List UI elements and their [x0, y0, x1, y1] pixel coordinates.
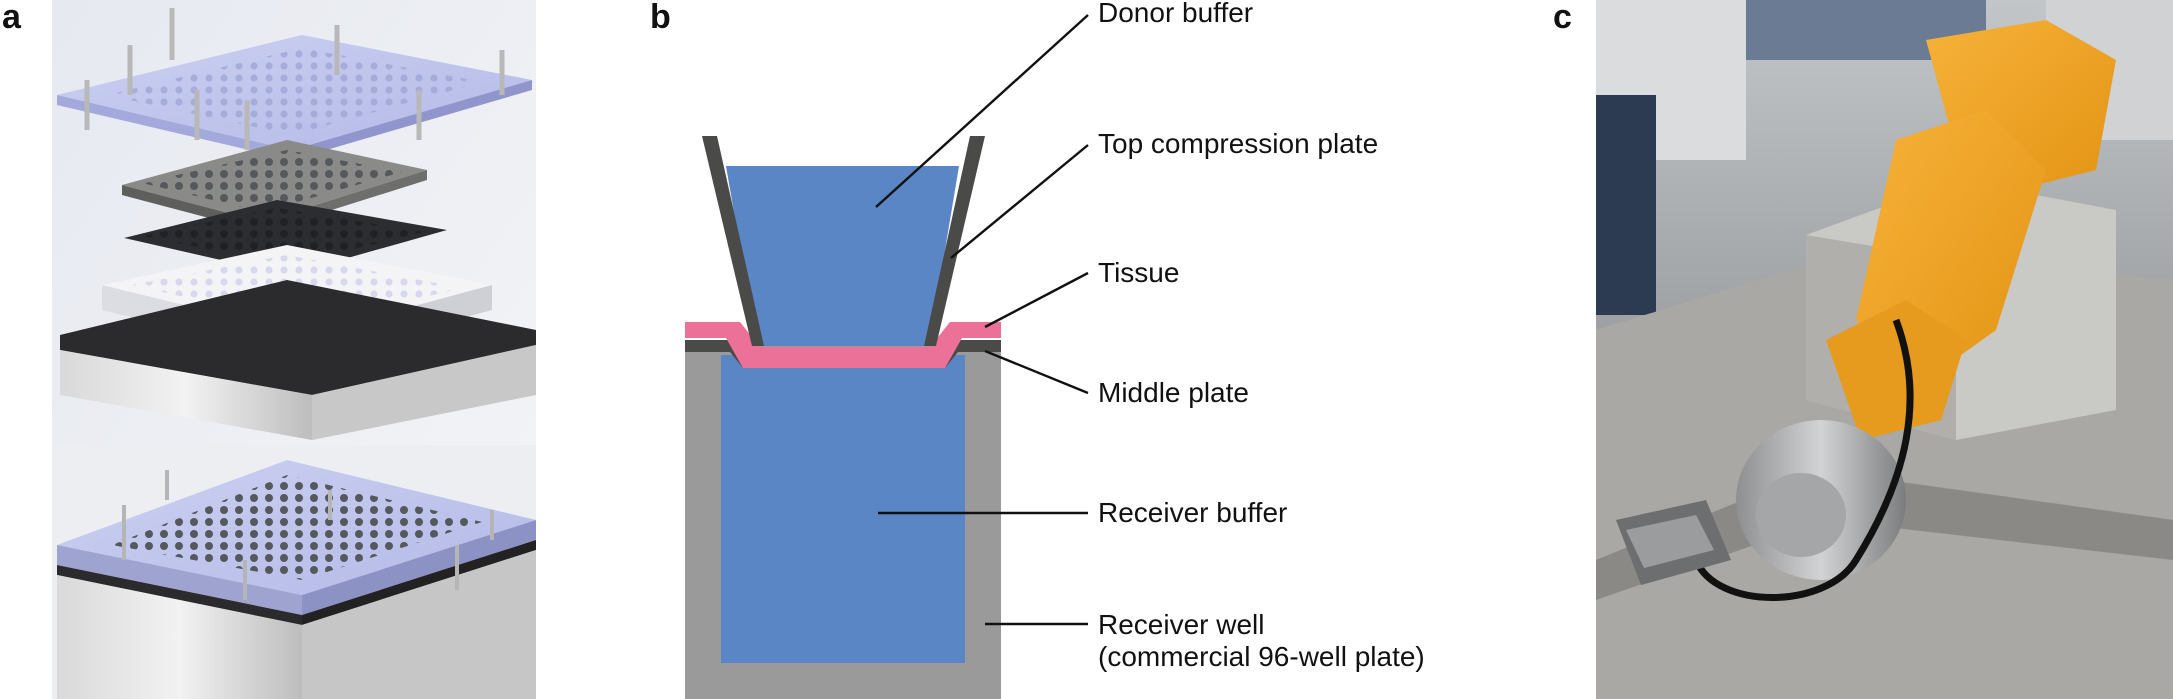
black-middle-plate — [124, 200, 447, 275]
receiver-buffer-fill — [721, 355, 965, 663]
panel-label-b: b — [650, 0, 671, 36]
well-plate-in-holder — [1626, 515, 1714, 568]
leader-middle-plate — [984, 349, 1089, 395]
label-middle-plate: Middle plate — [1098, 377, 1249, 408]
top-acrylic-plate — [57, 35, 532, 160]
label-donor-buffer: Donor buffer — [1098, 0, 1253, 28]
label-tissue: Tissue — [1098, 257, 1179, 288]
panel-label-c: c — [1553, 0, 1572, 36]
base-block — [60, 280, 536, 440]
screws-bottom — [122, 470, 494, 600]
leader-donor-buffer — [875, 14, 1089, 208]
panel-label-a: a — [2, 0, 21, 36]
label-receiver-buffer: Receiver buffer — [1098, 497, 1287, 528]
tissue-layer — [685, 322, 1001, 368]
leader-tissue — [984, 271, 1089, 329]
panel-c-robot-photo — [1596, 0, 2173, 699]
top-compression-plate-right-wall — [924, 136, 985, 346]
top-compression-plate-left-wall — [702, 136, 764, 346]
screws-top — [84, 8, 505, 150]
label-receiver-well: Receiver well — [1098, 609, 1265, 640]
robot-arm-wrist — [1826, 300, 1966, 440]
donor-buffer-fill — [726, 166, 959, 346]
label-top-compression-plate: Top compression plate — [1098, 128, 1378, 159]
panel-a-assembly-rendering — [52, 0, 536, 699]
label-receiver-well-note: (commercial 96-well plate) — [1098, 641, 1425, 672]
lab-instrument-dark — [1596, 95, 1656, 315]
robot-gripper-face — [1756, 473, 1846, 557]
leader-top-compression-plate — [950, 144, 1089, 259]
assembled-plate-stack — [57, 460, 536, 699]
